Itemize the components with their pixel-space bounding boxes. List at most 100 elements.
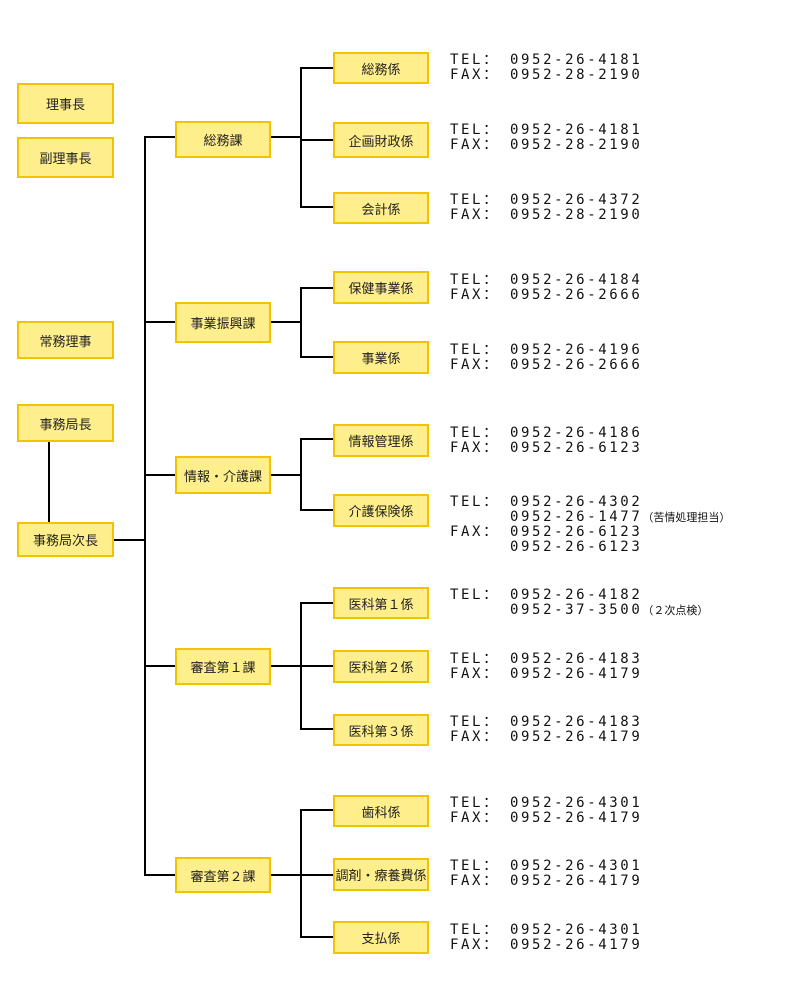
connector-div0-sec2 [300,206,334,208]
phone-number: 0952-26-4196 [510,342,643,358]
phone-number: 0952-26-4179 [510,873,643,889]
contact-line: TEL：0952-26-4182 [450,588,708,603]
section-box: 調剤・療養費係 [333,858,429,891]
contact-line: 0952-26-1477（苦情処理担当） [450,510,730,525]
contact-label: FAX： [450,937,500,953]
contact-label: FAX： [450,810,500,826]
connector-div3-out [270,665,302,667]
section-box: 保健事業係 [333,271,429,304]
contact-line: FAX：0952-26-4179 [450,730,642,745]
connector-div3-sec1 [300,665,334,667]
section-box: 医科第３係 [333,714,429,746]
section-box: 歯科係 [333,795,429,827]
phone-number: 0952-26-4179 [510,810,643,826]
contact-line: FAX： 0952-26-2666 [450,358,642,373]
section-box: 総務係 [333,52,429,84]
contact-label: FAX： [450,666,500,682]
connector-div2-vertical [300,438,302,511]
phone-number: 0952-26-4184 [510,272,643,288]
connector-div1-out [270,321,302,323]
connector-division-2 [144,474,176,476]
phone-number: 0952-26-4179 [510,729,643,745]
chairman-box: 理事長 [17,83,114,124]
contact-label: FAX： [450,137,500,153]
division-box-business-promotion: 事業振興課 [175,302,271,343]
connector-trunk [144,136,146,876]
contact-line: TEL： 0952-26-4372 [450,193,642,208]
phone-number: 0952-26-4182 [510,587,643,603]
phone-number: 0952-26-4181 [510,52,643,68]
connector-div4-vertical [300,809,302,938]
phone-number: 0952-26-4179 [510,666,643,682]
phone-number: 0952-26-4301 [510,858,643,874]
section-box: 医科第１係 [333,587,429,619]
phone-number: 0952-26-6123 [510,524,643,540]
connector-div2-out [270,474,302,476]
contact-label: FAX： [450,67,500,83]
contact-line: TEL：0952-26-4181 [450,123,642,138]
division-box-info-care: 情報・介護課 [175,456,271,494]
contact-line: FAX：0952-26-6123 [450,525,730,540]
contact-label: TEL： [450,272,500,288]
connector-div2-sec0 [300,438,334,440]
contact-line: TEL：0952-26-4302 [450,495,730,510]
contact-label: TEL： [450,494,500,510]
section-box: 介護保険係 [333,494,429,527]
phone-number: 0952-28-2190 [510,207,643,223]
connector-deputy-to-trunk [114,539,146,541]
phone-number: 0952-28-2190 [510,67,643,83]
phone-number: 0952-26-2666 [510,357,643,373]
contact-label: FAX： [450,287,500,303]
contact-label: TEL： [450,192,500,208]
contact-label: TEL： [450,342,500,358]
connector-division-0 [144,136,176,138]
connector-div1-sec0 [300,287,334,289]
connector-div1-vertical [300,287,302,358]
contact-line: TEL：0952-26-4181 [450,53,642,68]
contact-line: TEL：0952-26-4301 [450,923,642,938]
connector-division-1 [144,321,176,323]
section-box: 会計係 [333,192,429,224]
connector-division-4 [144,874,176,876]
section-box: 情報管理係 [333,424,429,457]
connector-div3-sec0 [300,602,334,604]
contact-line: FAX：0952-26-4179 [450,938,642,953]
phone-number: 0952-26-1477 [510,509,643,525]
connector-div1-sec1 [300,356,334,358]
contact-line: TEL： 0952-26-4183 [450,652,642,667]
phone-number: 0952-26-6123 [510,539,643,555]
contact-note: （苦情処理担当） [642,511,731,524]
contact-label: TEL： [450,651,500,667]
connector-div0-sec1 [300,139,334,141]
connector-div4-sec0 [300,809,334,811]
connector-div3-sec2 [300,728,334,730]
contact-label: FAX： [450,357,500,373]
contact-label: FAX： [450,440,500,456]
connector-division-3 [144,665,176,667]
contact-label: TEL： [450,122,500,138]
phone-number: 0952-26-4183 [510,651,643,667]
contact-line: 0952-37-3500（２次点検） [450,603,708,618]
contact-label: TEL： [450,795,500,811]
vice-chairman-box: 副理事長 [17,137,114,178]
phone-number: 0952-26-4372 [510,192,643,208]
contact-line: TEL：0952-26-4183 [450,715,642,730]
connector-div0-vertical [300,67,302,208]
phone-number: 0952-26-4301 [510,795,643,811]
contact-line: FAX：0952-26-4179 [450,874,642,889]
contact-label: TEL： [450,714,500,730]
contact-line: TEL： 0952-26-4184 [450,273,642,288]
contact-line: TEL：0952-26-4301 [450,859,642,874]
contact-line: FAX： 0952-28-2190 [450,68,642,83]
contact-line: FAX： 0952-26-4179 [450,811,642,826]
phone-number: 0952-28-2190 [510,137,643,153]
connector-div0-out [270,136,302,138]
connector-secretary-to-deputy [48,442,50,524]
